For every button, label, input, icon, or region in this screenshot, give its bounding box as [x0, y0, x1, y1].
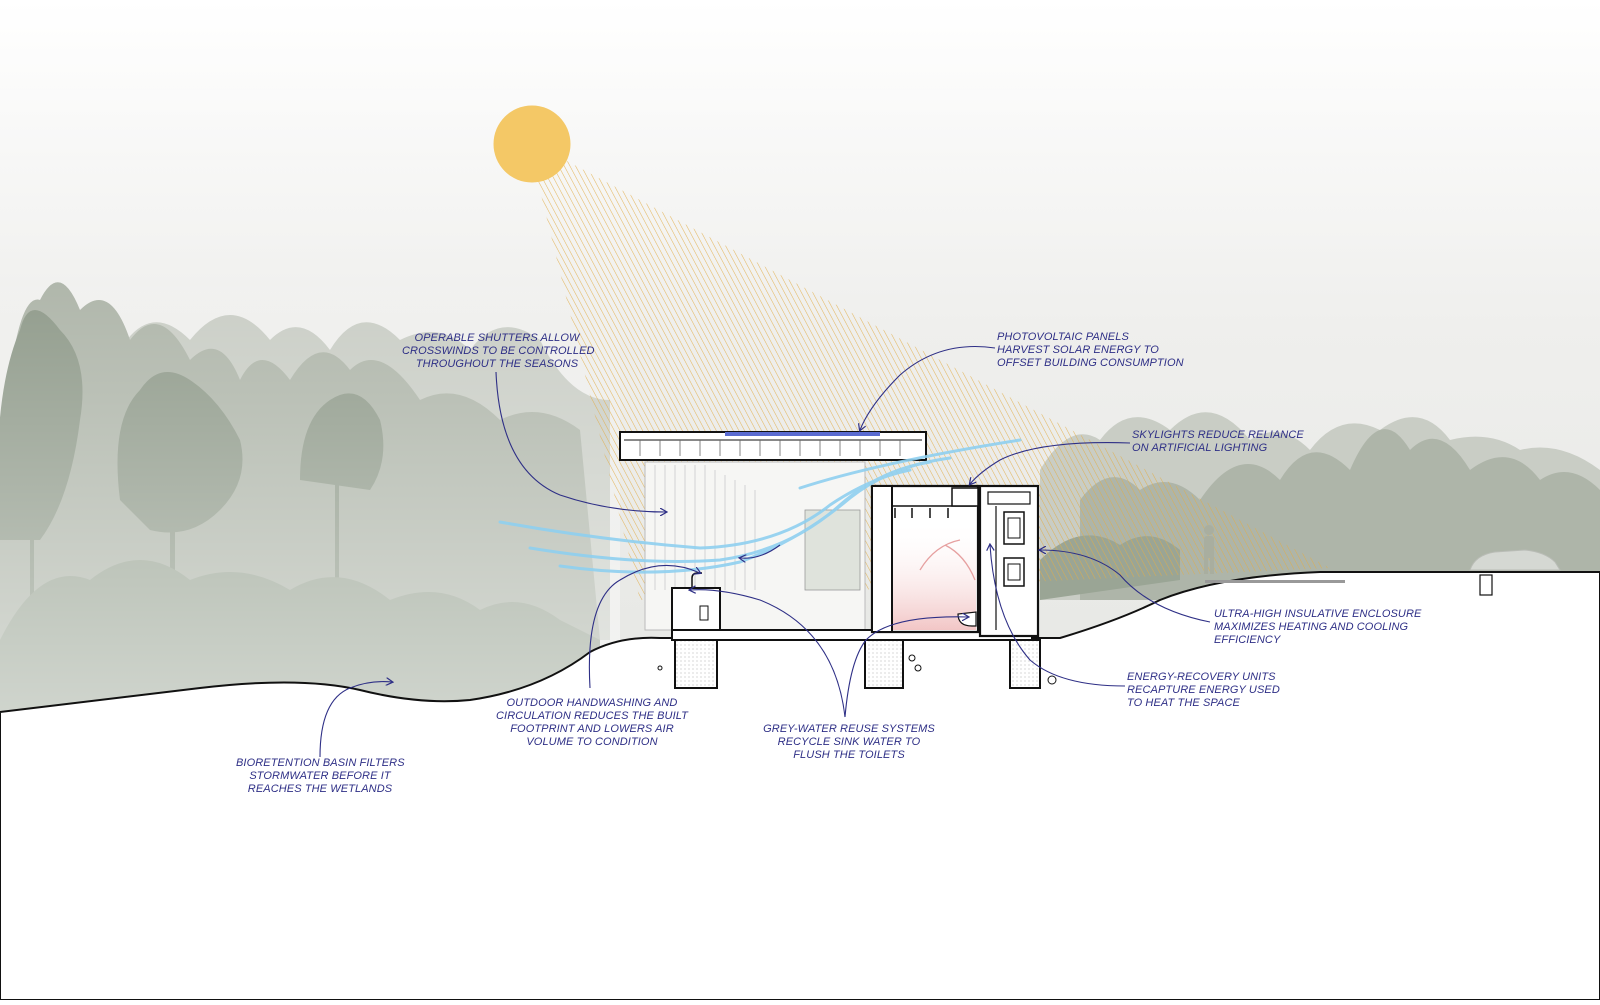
- annotation-line: THROUGHOUT THE SEASONS: [415, 358, 579, 370]
- annotation-line: HARVEST SOLAR ENERGY TO: [997, 344, 1159, 356]
- annotation-line: BIORETENTION BASIN FILTERS: [236, 757, 405, 769]
- sun-icon: [493, 105, 571, 183]
- fog-overlay: [0, 260, 620, 730]
- annotation-bioretention: BIORETENTION BASIN FILTERS STORMWATER BE…: [236, 757, 405, 796]
- annotation-line: STORMWATER BEFORE IT: [249, 770, 391, 782]
- annotation-shutters: OPERABLE SHUTTERS ALLOW CROSSWINDS TO BE…: [402, 332, 595, 371]
- annotation-line: ULTRA-HIGH INSULATIVE ENCLOSURE: [1214, 608, 1422, 620]
- ground-section: [0, 571, 1600, 1001]
- annotation-line: ENERGY-RECOVERY UNITS: [1127, 671, 1276, 683]
- annotation-skylights: SKYLIGHTS REDUCE RELIANCE ON ARTIFICIAL …: [1132, 429, 1312, 455]
- building-section: [619, 431, 1057, 689]
- annotation-line: SKYLIGHTS REDUCE RELIANCE: [1132, 429, 1304, 441]
- annotation-line: EFFICIENCY: [1214, 634, 1281, 646]
- annotation-enclosure: ULTRA-HIGH INSULATIVE ENCLOSURE MAXIMIZE…: [1214, 608, 1424, 647]
- annotation-energy-recovery: ENERGY-RECOVERY UNITS RECAPTURE ENERGY U…: [1127, 671, 1297, 710]
- annotation-line: MAXIMIZES HEATING AND COOLING: [1214, 621, 1409, 633]
- pv-panel: [725, 432, 880, 436]
- annotation-line: OFFSET BUILDING CONSUMPTION: [997, 357, 1184, 369]
- site-post: [1479, 574, 1493, 596]
- annotation-line: CIRCULATION REDUCES THE BUILT: [496, 710, 688, 722]
- annotation-line: PHOTOVOLTAIC PANELS: [997, 331, 1129, 343]
- annotation-line: CROSSWINDS TO BE CONTROLLED: [402, 345, 595, 357]
- annotation-line: OPERABLE SHUTTERS ALLOW: [414, 332, 580, 344]
- annotation-line: FLUSH THE TOILETS: [793, 749, 905, 761]
- path-slab: [1205, 580, 1345, 583]
- annotation-line: RECYCLE SINK WATER TO: [777, 736, 921, 748]
- annotation-line: OUTDOOR HANDWASHING AND: [506, 697, 678, 709]
- annotation-line: TO HEAT THE SPACE: [1127, 697, 1240, 709]
- annotation-line: FOOTPRINT AND LOWERS AIR: [510, 723, 674, 735]
- annotation-line: REACHES THE WETLANDS: [247, 783, 393, 795]
- annotation-line: RECAPTURE ENERGY USED: [1127, 684, 1280, 696]
- annotation-line: ON ARTIFICIAL LIGHTING: [1132, 442, 1268, 454]
- annotation-line: VOLUME TO CONDITION: [526, 736, 658, 748]
- person-figure: [1204, 525, 1214, 574]
- car-figure: [1469, 549, 1561, 571]
- annotation-line: GREY-WATER REUSE SYSTEMS: [763, 723, 935, 735]
- crosswind-streams: [498, 438, 1022, 574]
- annotation-photovoltaic: PHOTOVOLTAIC PANELS HARVEST SOLAR ENERGY…: [997, 331, 1197, 370]
- leader-lines: [319, 345, 1211, 758]
- annotation-handwashing: OUTDOOR HANDWASHING AND CIRCULATION REDU…: [494, 697, 690, 749]
- annotation-greywater: GREY-WATER REUSE SYSTEMS RECYCLE SINK WA…: [763, 723, 935, 762]
